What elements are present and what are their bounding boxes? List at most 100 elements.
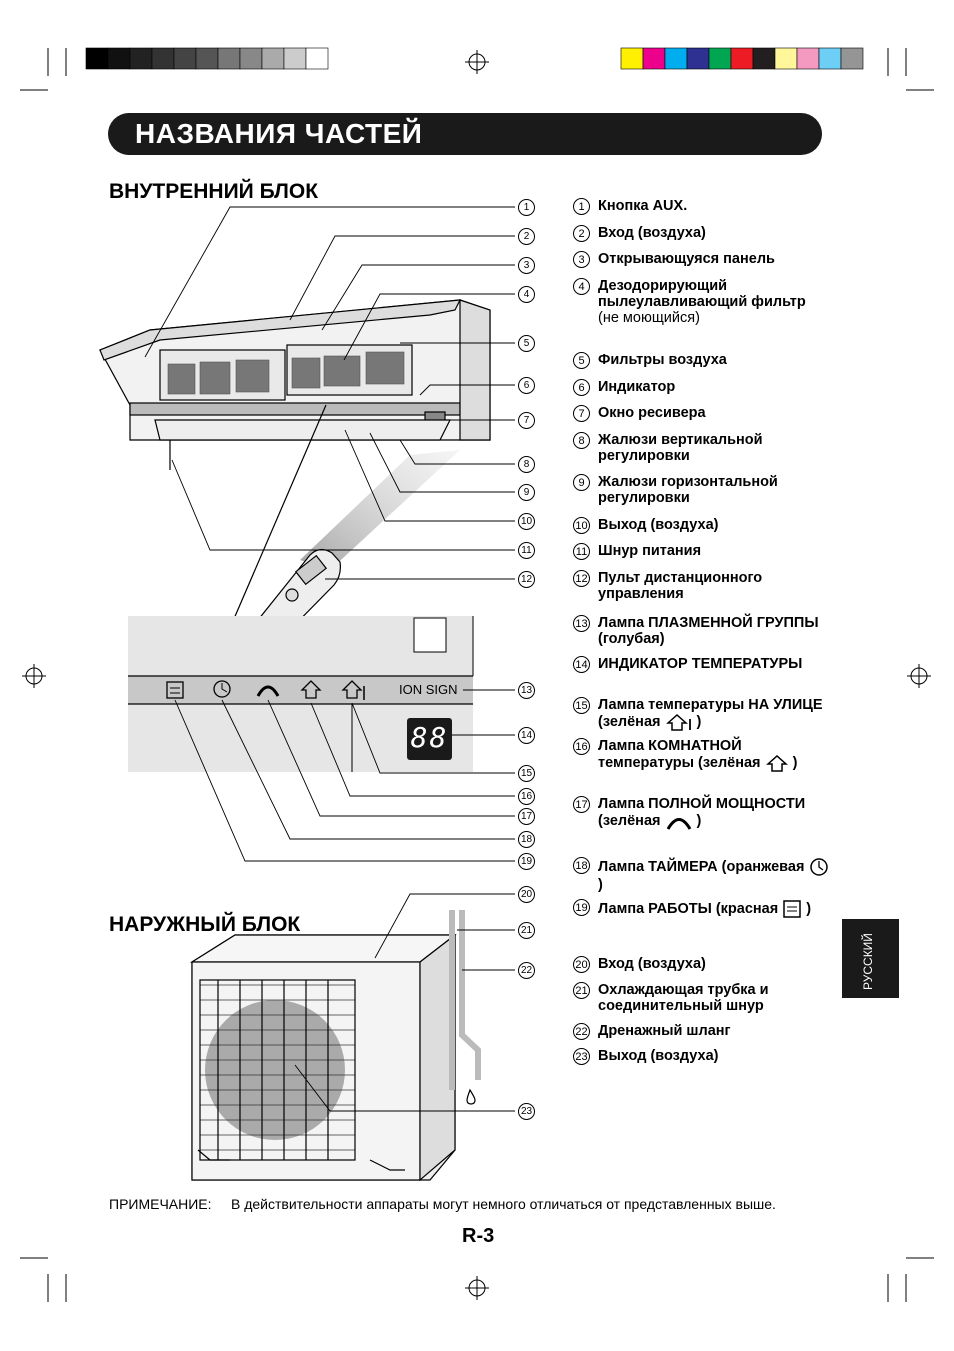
part-label: Пульт дистанционного управления	[598, 570, 763, 602]
language-tab-label: РУССКИЙ	[861, 933, 875, 990]
swatch	[796, 47, 820, 70]
part-label: Лампа РАБОТЫ (красная )	[598, 900, 812, 918]
callout-14: 14	[518, 727, 535, 744]
page-number: R-3	[462, 1225, 495, 1247]
part-number: 16	[573, 738, 590, 755]
part-label: Шнур питания	[598, 543, 702, 559]
lamp-symbol-icon	[660, 813, 692, 830]
control-panel	[128, 616, 474, 772]
callout-23: 23	[518, 1103, 535, 1120]
callout-7: 7	[518, 412, 535, 429]
callout-2: 2	[518, 228, 535, 245]
lamp-symbol-icon	[660, 713, 692, 731]
temperature-display: 88	[410, 721, 449, 754]
part-label: Выход (воздуха)	[598, 1048, 719, 1064]
part-label: Выход (воздуха)	[598, 517, 719, 533]
outdoor-unit	[189, 910, 481, 1182]
part-number: 9	[573, 474, 590, 491]
part-number: 6	[573, 379, 590, 396]
indoor-unit	[99, 299, 491, 470]
callout-18: 18	[518, 831, 535, 848]
part-label: Лампа ТАЙМЕРА (оранжевая )	[598, 857, 838, 893]
gray-swatches	[85, 47, 329, 70]
swatch	[840, 47, 864, 70]
part-number: 18	[573, 857, 590, 874]
swatch	[642, 47, 666, 70]
swatch	[752, 47, 776, 70]
part-number: 14	[573, 656, 590, 673]
swatch	[686, 47, 710, 70]
callout-21: 21	[518, 922, 535, 939]
part-number: 10	[573, 517, 590, 534]
lamp-symbol-icon	[804, 858, 830, 876]
lamp-symbol-icon	[761, 754, 789, 772]
ion-sign-label: ION SIGN	[399, 682, 458, 697]
part-label: Лампа ПЛАЗМЕННОЙ ГРУППЫ (голубая)	[598, 615, 819, 647]
part-number: 4	[573, 278, 590, 295]
callout-5: 5	[518, 335, 535, 352]
page-title: НАЗВАНИЯ ЧАСТЕЙ	[135, 118, 423, 149]
part-label: Вход (воздуха)	[598, 956, 706, 972]
swatch	[708, 47, 732, 70]
part-number: 17	[573, 796, 590, 813]
callout-10: 10	[518, 513, 535, 530]
part-number: 23	[573, 1048, 590, 1065]
part-number: 19	[573, 899, 590, 916]
part-label: ИНДИКАТОР ТЕМПЕРАТУРЫ	[598, 656, 803, 672]
callout-4: 4	[518, 286, 535, 303]
callout-11: 11	[518, 542, 535, 559]
callout-9: 9	[518, 484, 535, 501]
callout-8: 8	[518, 456, 535, 473]
unit-illustration	[99, 206, 515, 1182]
callout-22: 22	[518, 962, 535, 979]
lamp-symbol-icon	[778, 900, 802, 918]
part-label: Лампа температуры НА УЛИЦЕ (зелёная )	[598, 697, 823, 731]
part-number: 12	[573, 570, 590, 587]
part-label: Жалюзи горизонтальной регулировки	[598, 474, 778, 506]
callout-16: 16	[518, 788, 535, 805]
callout-3: 3	[518, 257, 535, 274]
part-label: Лампа ПОЛНОЙ МОЩНОСТИ (зелёная )	[598, 796, 806, 830]
callout-6: 6	[518, 377, 535, 394]
part-label: Индикатор	[598, 379, 676, 395]
callout-15: 15	[518, 765, 535, 782]
callout-1: 1	[518, 199, 535, 216]
part-number: 8	[573, 432, 590, 449]
part-number: 13	[573, 615, 590, 632]
callout-20: 20	[518, 886, 535, 903]
color-swatches	[620, 47, 864, 70]
part-number: 7	[573, 405, 590, 422]
part-number: 11	[573, 543, 590, 560]
part-label: Дезодорирующий пылеулавливающий фильтр(н…	[598, 278, 838, 326]
part-label: Кнопка AUX.	[598, 198, 688, 214]
note-label: ПРИМЕЧАНИЕ:	[109, 1196, 212, 1212]
part-label: Охлаждающая трубка и соединительный шнур	[598, 982, 769, 1014]
indoor-unit-heading: ВНУТРЕННИЙ БЛОК	[109, 180, 319, 203]
swatch	[620, 47, 644, 70]
part-sublabel: (не моющийся)	[598, 310, 700, 326]
callout-12: 12	[518, 571, 535, 588]
swatch	[305, 47, 329, 70]
part-number: 22	[573, 1023, 590, 1040]
title-bar	[108, 113, 822, 155]
outdoor-unit-heading: НАРУЖНЫЙ БЛОК	[109, 913, 301, 936]
part-number: 5	[573, 352, 590, 369]
part-number: 21	[573, 982, 590, 999]
language-tab	[842, 919, 899, 998]
swatch	[774, 47, 798, 70]
part-label: Жалюзи вертикальной регулировки	[598, 432, 763, 464]
part-label: Вход (воздуха)	[598, 225, 706, 241]
note-text: В действительности аппараты могут немног…	[231, 1196, 776, 1212]
part-label: Дренажный шланг	[598, 1023, 731, 1039]
swatch	[818, 47, 842, 70]
part-number: 20	[573, 956, 590, 973]
callout-13: 13	[518, 682, 535, 699]
part-label: Открывающуяся панель	[598, 251, 775, 267]
part-label: Лампа КОМНАТНОЙ температуры (зелёная )	[598, 738, 798, 772]
callout-17: 17	[518, 808, 535, 825]
callout-19: 19	[518, 853, 535, 870]
registration-target-icon	[22, 50, 931, 1300]
swatch	[664, 47, 688, 70]
part-label: Окно ресивера	[598, 405, 706, 421]
